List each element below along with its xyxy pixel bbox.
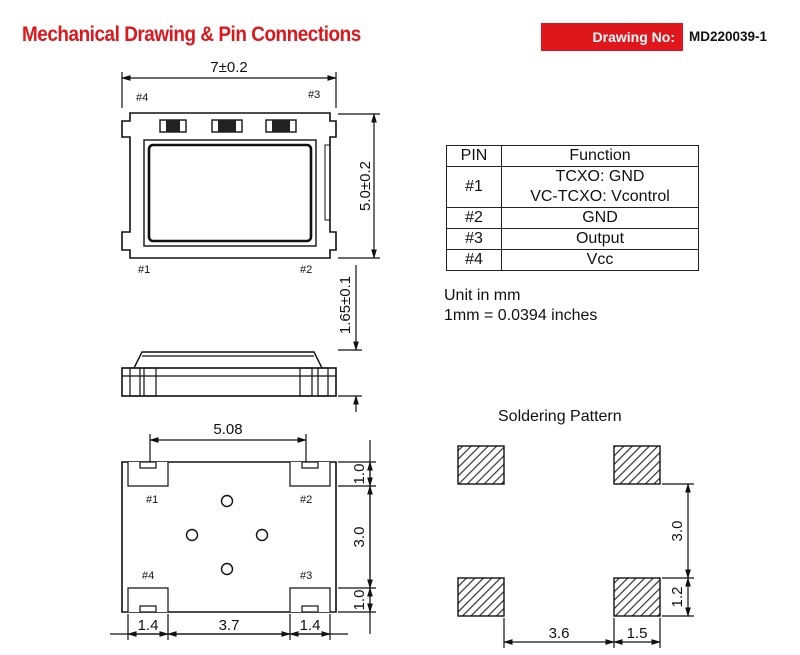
top-pin-label-1: #1 bbox=[138, 264, 150, 276]
table-header-function: Function bbox=[501, 145, 699, 167]
package-outline-bottom bbox=[121, 461, 337, 613]
unit-line-1: Unit in mm bbox=[444, 287, 521, 304]
table-row: #4 Vcc bbox=[446, 249, 699, 271]
bottom-pin-label-1: #1 bbox=[146, 494, 158, 506]
pin-cell: #4 bbox=[446, 249, 502, 271]
top-view bbox=[121, 72, 380, 259]
top-width-dimension: 7±0.2 bbox=[210, 59, 247, 76]
page-title: Mechanical Drawing & Pin Connections bbox=[22, 23, 361, 46]
unit-line-2: 1mm = 0.0394 inches bbox=[444, 307, 598, 324]
lid-inner bbox=[147, 143, 313, 243]
bottom-right-dim-3: 1.0 bbox=[351, 590, 368, 611]
table-header-row: PIN Function bbox=[446, 145, 699, 167]
solder-vertical-dim-1: 3.0 bbox=[669, 521, 686, 542]
bottom-dim-2: 3.7 bbox=[219, 617, 240, 634]
pin-cell: #1 bbox=[446, 166, 502, 208]
bottom-view bbox=[110, 434, 376, 640]
solder-pad bbox=[613, 445, 661, 485]
solder-horizontal-dim-1: 3.6 bbox=[549, 625, 570, 642]
soldering-pattern-title: Soldering Pattern bbox=[498, 408, 622, 425]
bottom-pin-label-4: #4 bbox=[142, 570, 154, 582]
bottom-pin-label-3: #3 bbox=[300, 570, 312, 582]
solder-vertical-dim-2: 1.2 bbox=[669, 587, 686, 608]
pin-cell: #3 bbox=[446, 228, 502, 250]
function-cell: Vcc bbox=[501, 249, 699, 271]
lid-outer bbox=[143, 139, 317, 247]
side-view bbox=[121, 265, 362, 412]
solder-horizontal-dim-2: 1.5 bbox=[627, 625, 648, 642]
top-pin-label-2: #2 bbox=[300, 264, 312, 276]
table-header-pin: PIN bbox=[446, 145, 502, 167]
function-cell: GND bbox=[501, 207, 699, 229]
top-pads bbox=[159, 119, 297, 133]
solder-pad bbox=[457, 577, 505, 617]
side-height-dimension: 1.65±0.1 bbox=[337, 276, 354, 334]
function-cell: TCXO: GND VC-TCXO: Vcontrol bbox=[501, 166, 699, 208]
drawing-number-label: Drawing No: bbox=[592, 29, 675, 45]
bottom-pin-label-2: #2 bbox=[300, 494, 312, 506]
soldering-pattern bbox=[457, 445, 661, 617]
package-outline-side bbox=[121, 367, 337, 397]
solder-pad bbox=[457, 445, 505, 485]
pin-function-table: PIN Function #1 TCXO: GND VC-TCXO: Vcont… bbox=[446, 145, 699, 271]
table-row: #3 Output bbox=[446, 228, 699, 250]
table-row: #2 GND bbox=[446, 207, 699, 229]
unit-note: Unit in mm 1mm = 0.0394 inches bbox=[444, 286, 597, 326]
package-outline-top bbox=[121, 112, 337, 259]
drawing-number-badge: Drawing No: bbox=[541, 23, 683, 51]
function-line: VC-TCXO: Vcontrol bbox=[530, 188, 670, 205]
pin-cell: #2 bbox=[446, 207, 502, 229]
function-line: TCXO: GND bbox=[555, 168, 645, 185]
drawing-number-value: MD220039-1 bbox=[689, 29, 768, 44]
bottom-right-dim-2: 3.0 bbox=[351, 527, 368, 548]
table-row: #1 TCXO: GND VC-TCXO: Vcontrol bbox=[446, 166, 699, 208]
top-height-dimension: 5.0±0.2 bbox=[357, 161, 374, 211]
bottom-dim-1: 1.4 bbox=[138, 617, 159, 634]
bottom-dim-3: 1.4 bbox=[300, 617, 321, 634]
bottom-right-dim-1: 1.0 bbox=[351, 464, 368, 485]
bottom-pitch-dimension: 5.08 bbox=[213, 421, 242, 438]
top-pin-label-4: #4 bbox=[136, 92, 148, 104]
soldering-dimensions bbox=[503, 483, 694, 648]
function-cell: Output bbox=[501, 228, 699, 250]
top-pin-label-3: #3 bbox=[308, 89, 320, 101]
solder-pad bbox=[613, 577, 661, 617]
